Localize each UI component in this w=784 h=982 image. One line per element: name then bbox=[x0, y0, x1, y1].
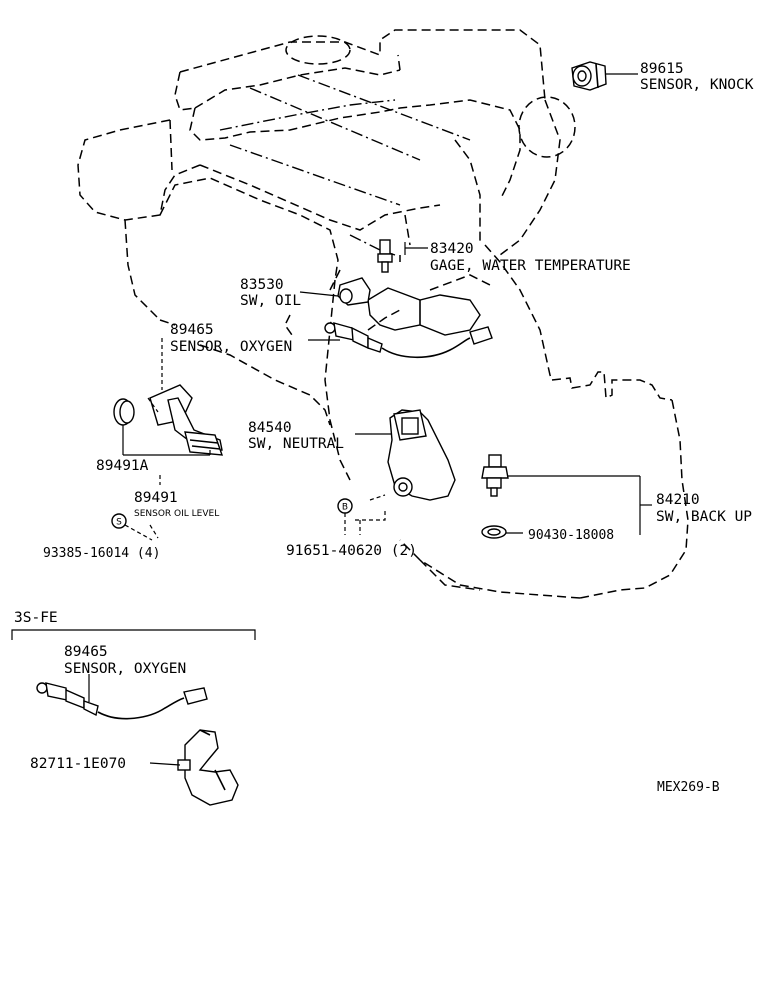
oil-switch-part bbox=[299, 277, 371, 306]
gasket-number: 90430-18008 bbox=[528, 528, 614, 543]
oil-level-a-number: 89491A bbox=[96, 458, 149, 474]
bracket-number: 82711-1E070 bbox=[30, 756, 126, 772]
oil-switch-number: 83530 bbox=[240, 277, 284, 293]
water-temp-gage-part bbox=[377, 239, 428, 273]
bolt-b-number: 91651-40620 (2) bbox=[286, 543, 417, 559]
bolt-s-mark: S bbox=[116, 518, 122, 528]
bolt-s-number: 93385-16014 (4) bbox=[43, 546, 160, 561]
knock-sensor-number: 89615 bbox=[640, 61, 684, 77]
variant-label: 3S-FE bbox=[14, 610, 58, 626]
bolt-b-marker: B bbox=[337, 494, 386, 535]
oxygen-sensor-3sfe-name: SENSOR, OXYGEN bbox=[64, 661, 186, 677]
engine-outline bbox=[77, 29, 689, 599]
oil-level-sensor-part bbox=[113, 338, 224, 541]
oil-switch-name: SW, OIL bbox=[240, 293, 301, 309]
neutral-switch-part bbox=[355, 409, 456, 501]
bolt-b-mark: B bbox=[342, 503, 348, 513]
knock-sensor-name: SENSOR, KNOCK bbox=[640, 77, 754, 93]
water-gage-name: GAGE, WATER TEMPERATURE bbox=[430, 258, 631, 274]
oil-level-name: SENSOR OIL LEVEL bbox=[134, 509, 219, 519]
oxygen-sensor-part bbox=[308, 309, 493, 359]
oxygen-sensor-3sfe-part bbox=[36, 674, 208, 720]
water-gage-number: 83420 bbox=[430, 241, 474, 257]
backup-switch-name: SW, BACK UP bbox=[656, 509, 752, 525]
gasket-part bbox=[481, 525, 523, 539]
variant-section bbox=[11, 629, 256, 640]
backup-switch-number: 84210 bbox=[656, 492, 700, 508]
bolt-s-marker: S bbox=[111, 513, 127, 529]
oil-level-number: 89491 bbox=[134, 490, 178, 506]
oxygen-sensor-name: SENSOR, OXYGEN bbox=[170, 339, 292, 355]
bracket-part bbox=[149, 729, 239, 806]
knock-sensor-part bbox=[571, 61, 638, 91]
oxygen-sensor-number: 89465 bbox=[170, 322, 214, 338]
neutral-switch-name: SW, NEUTRAL bbox=[248, 436, 344, 452]
drawing-code: MEX269-B bbox=[657, 780, 720, 795]
labels: 89615 SENSOR, KNOCK 83420 GAGE, WATER TE… bbox=[14, 61, 754, 795]
oxygen-sensor-3sfe-number: 89465 bbox=[64, 644, 108, 660]
backup-switch-part bbox=[481, 454, 652, 535]
neutral-switch-number: 84540 bbox=[248, 420, 292, 436]
